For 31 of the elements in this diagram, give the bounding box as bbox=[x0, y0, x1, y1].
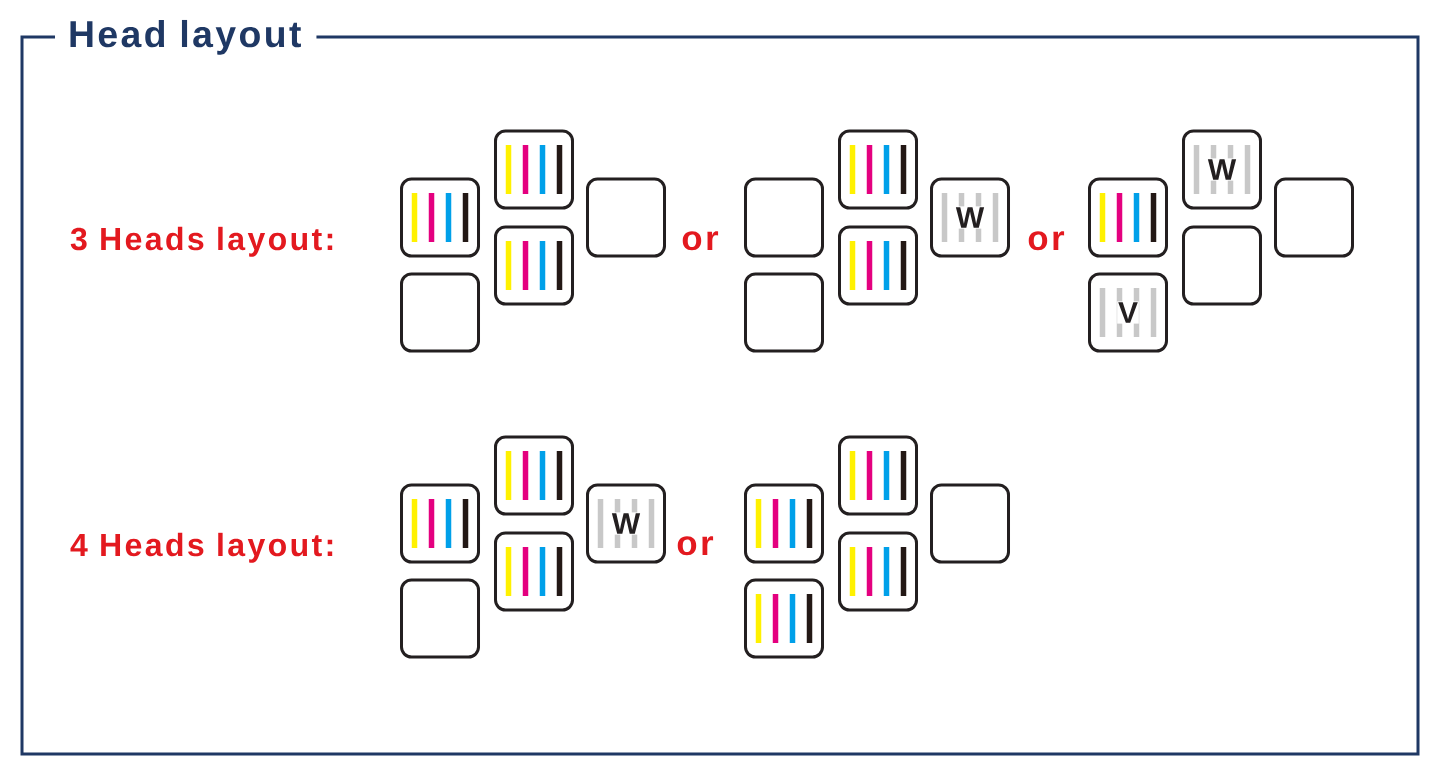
head-slot bbox=[400, 177, 480, 258]
head-slot bbox=[1182, 225, 1262, 306]
row-label: 3 Heads layout: bbox=[70, 226, 333, 257]
head-slot bbox=[400, 272, 480, 353]
head-slot bbox=[838, 225, 918, 306]
head-slot bbox=[494, 129, 574, 210]
head-slot bbox=[586, 177, 666, 258]
head-slot bbox=[930, 483, 1010, 564]
head-slot bbox=[744, 483, 824, 564]
head-slot bbox=[744, 272, 824, 353]
head-slot: W bbox=[1182, 129, 1262, 210]
head-slot bbox=[400, 578, 480, 659]
head-slot bbox=[400, 483, 480, 564]
row-label: 4 Heads layout: bbox=[70, 532, 333, 563]
head-slot bbox=[744, 177, 824, 258]
head-slot: W bbox=[586, 483, 666, 564]
head-slot bbox=[494, 531, 574, 612]
or-label: or bbox=[677, 536, 714, 556]
heading: Head layout bbox=[70, 19, 301, 55]
head-slot bbox=[838, 531, 918, 612]
head-slot: W bbox=[930, 177, 1010, 258]
head-slot bbox=[744, 578, 824, 659]
head-slot bbox=[494, 225, 574, 306]
head-slot bbox=[494, 435, 574, 516]
or-label: or bbox=[682, 231, 719, 251]
head-slot bbox=[1088, 177, 1168, 258]
head-slot bbox=[838, 435, 918, 516]
head-slot bbox=[1274, 177, 1354, 258]
head-slot bbox=[838, 129, 918, 210]
or-label: or bbox=[1028, 231, 1065, 251]
head-slot: V bbox=[1088, 272, 1168, 353]
